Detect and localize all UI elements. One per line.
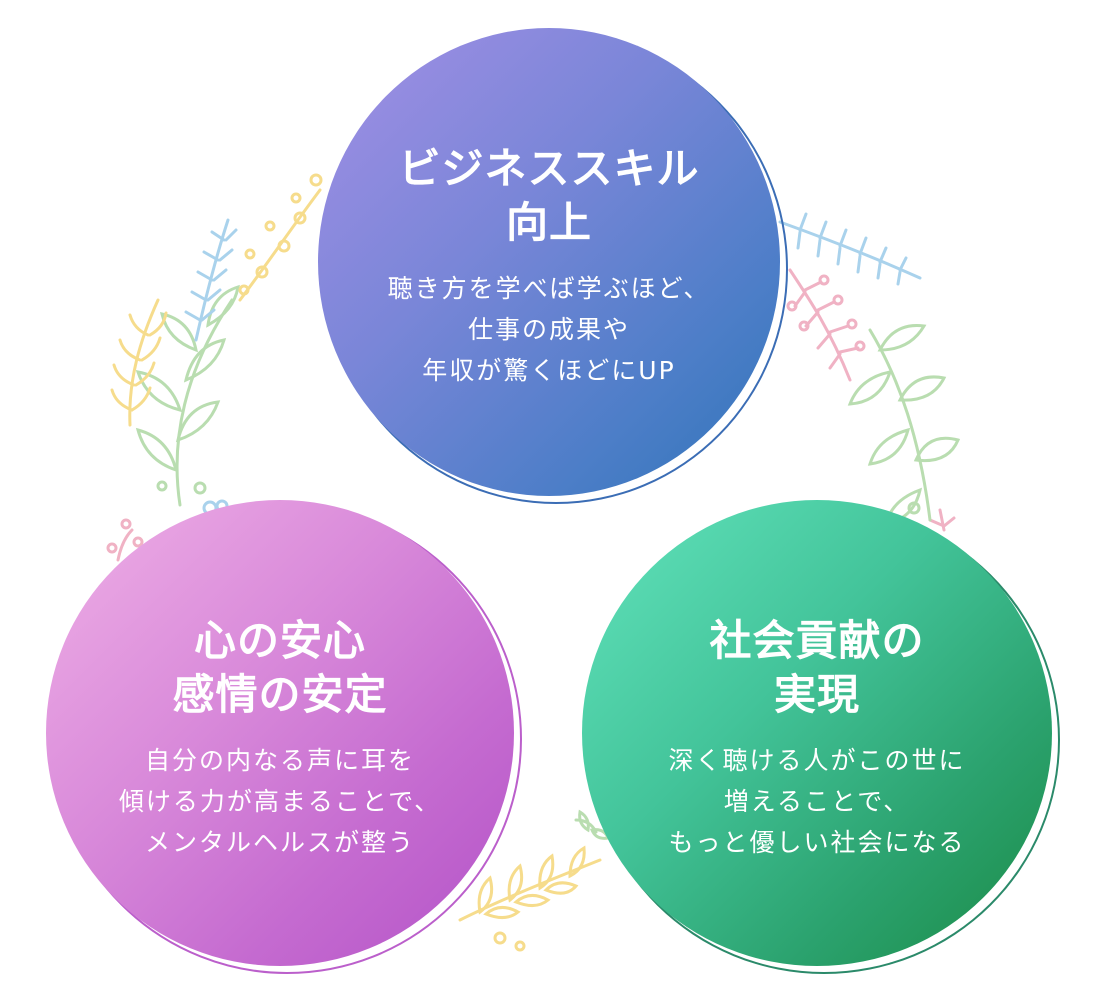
green-leaf-branch-icon: [135, 284, 240, 507]
circle-title-line: 向上: [505, 198, 592, 248]
blue-fern-icon: [778, 212, 922, 286]
pink-bud-icon: [106, 518, 144, 562]
circle-title-line: 実現: [773, 670, 860, 720]
circle-body-line: 傾ける力が高まることで、: [118, 787, 442, 817]
peace-of-mind-circle: 心の安心 感情の安定 自分の内なる声に耳を 傾ける力が高まることで、 メンタルヘ…: [46, 500, 522, 974]
circle-body-line: もっと優しい社会になる: [668, 828, 966, 858]
social-contribution-circle: 社会貢献の 実現 深く聴ける人がこの世に 増えることで、 もっと優しい社会になる: [582, 500, 1060, 974]
circle-title-line: 感情の安定: [172, 670, 388, 720]
circle-title: 社会貢献の 実現: [709, 614, 924, 722]
circle-body-line: メンタルヘルスが整う: [144, 828, 415, 858]
circle-title: 心の安心 感情の安定: [172, 614, 387, 722]
circle-title: ビジネススキル 向上: [398, 142, 699, 250]
pink-coral-icon: [786, 268, 956, 532]
business-skill-circle: ビジネススキル 向上 聴き方を学べば学ぶほど、 仕事の成果や 年収が驚くほどにU…: [318, 28, 788, 504]
green-vine-icon: [847, 324, 961, 526]
yellow-fern-icon: [110, 173, 323, 427]
circle-description: 聴き方を学べば学ぶほど、 仕事の成果や 年収が驚くほどにUP: [388, 268, 711, 392]
circle-body-line: 聴き方を学べば学ぶほど、: [387, 273, 711, 303]
circle-title-line: ビジネススキル: [398, 144, 700, 194]
circle-body-line: 自分の内なる声に耳を: [144, 745, 415, 775]
blue-sprig-icon: [184, 218, 238, 342]
circle-description: 深く聴ける人がこの世に 増えることで、 もっと優しい社会になる: [668, 740, 965, 864]
circle-body-line: 増えることで、: [723, 787, 911, 817]
circle-disc: 社会貢献の 実現 深く聴ける人がこの世に 増えることで、 もっと優しい社会になる: [582, 500, 1052, 966]
circle-disc: 心の安心 感情の安定 自分の内なる声に耳を 傾ける力が高まることで、 メンタルヘ…: [46, 500, 514, 966]
yellow-fern-bottom-icon: [458, 845, 602, 952]
circle-body-line: 年収が驚くほどにUP: [422, 356, 676, 386]
circle-description: 自分の内なる声に耳を 傾ける力が高まることで、 メンタルヘルスが整う: [119, 740, 441, 864]
circle-title-line: 心の安心: [193, 616, 366, 666]
circle-title-line: 社会貢献の: [709, 616, 925, 666]
circle-body-line: 仕事の成果や: [467, 315, 630, 345]
circle-body-line: 深く聴ける人がこの世に: [668, 745, 966, 775]
circle-disc: ビジネススキル 向上 聴き方を学べば学ぶほど、 仕事の成果や 年収が驚くほどにU…: [318, 28, 780, 496]
